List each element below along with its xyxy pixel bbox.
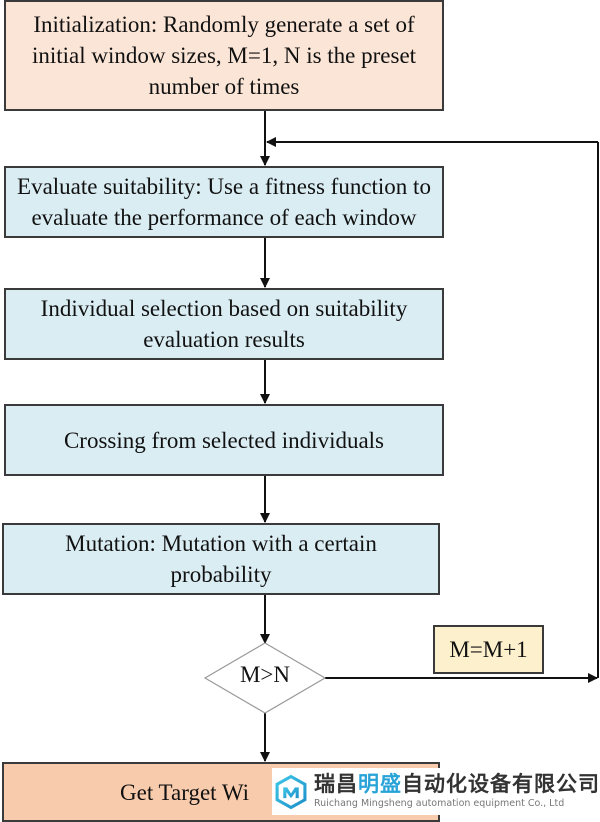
decision-label: M>N	[239, 662, 291, 687]
watermark-cn-prefix: 瑞昌	[314, 772, 358, 796]
crossing-text: Crossing from selected individuals	[63, 427, 385, 453]
increment-text: M=M+1	[449, 637, 528, 662]
crossing-box: Crossing from selected individuals	[4, 404, 444, 476]
evaluate-box: Evaluate suitability: Use a fitness func…	[4, 166, 444, 238]
init-text: Initialization: Randomly generate a set …	[31, 12, 417, 99]
mutation-box: Mutation: Mutation with a certain probab…	[2, 523, 440, 595]
final-text: Get Target Wi	[120, 779, 250, 805]
company-logo-icon	[275, 774, 307, 809]
evaluate-text: Evaluate suitability: Use a fitness func…	[17, 174, 431, 230]
mutation-text: Mutation: Mutation with a certain probab…	[65, 531, 377, 587]
watermark-company-cn: 瑞昌明盛自动化设备有限公司	[314, 772, 600, 797]
decision-diamond	[203, 642, 327, 714]
watermark-cn-suffix: 自动化设备有限公司	[402, 772, 600, 796]
watermark-cn-highlight: 明盛	[358, 772, 402, 796]
init-box: Initialization: Randomly generate a set …	[4, 0, 444, 111]
watermark-logo: 瑞昌明盛自动化设备有限公司 Ruichang Mingsheng automat…	[272, 768, 600, 815]
selection-box: Individual selection based on suitabilit…	[4, 288, 444, 360]
increment-box: M=M+1	[433, 625, 544, 674]
selection-text: Individual selection based on suitabilit…	[40, 296, 408, 352]
watermark-company-en: Ruichang Mingsheng automation equipment …	[314, 798, 565, 809]
